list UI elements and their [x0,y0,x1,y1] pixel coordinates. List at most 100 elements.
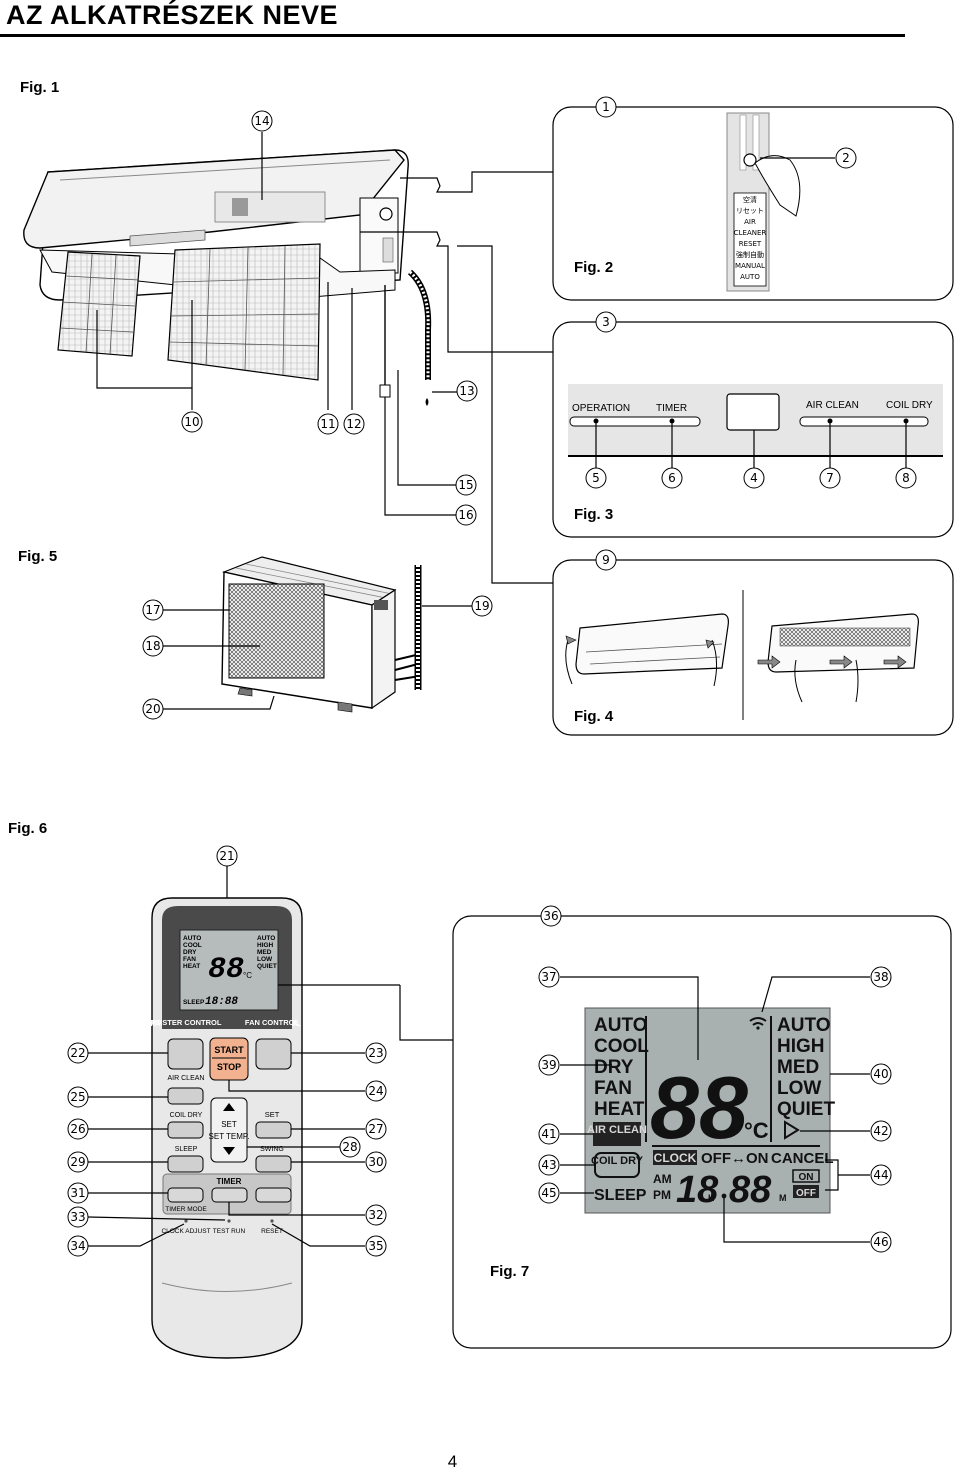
air-filter-right [167,243,321,381]
callout-46: 46 [873,1235,888,1249]
callout-25: 25 [70,1090,85,1104]
svg-text:HEAT: HEAT [183,963,200,970]
svg-text:RESET: RESET [739,240,762,248]
mode-auto: AUTO [594,1015,647,1036]
lcd-panel [584,1007,831,1214]
air-clean-button [167,1087,204,1105]
vertical-set-button [255,1121,292,1139]
fig7-label: Fig. 7 [490,1263,529,1280]
callout-24: 24 [368,1084,383,1098]
svg-text:88: 88 [208,953,244,987]
callout-22: 22 [70,1046,85,1060]
manual-auto-button [379,207,393,221]
callout-7: 7 [826,471,834,485]
clock-minutes: 88 [729,1169,772,1211]
svg-text:MANUAL: MANUAL [735,262,765,270]
svg-text:SWING: SWING [260,1146,284,1153]
svg-text:FAN: FAN [183,956,196,963]
svg-text:TEST RUN: TEST RUN [213,1228,246,1235]
callout-14: 14 [254,114,269,128]
callout-9: 9 [602,553,610,567]
svg-text:SLEEP: SLEEP [183,999,205,1006]
svg-text:空清: 空清 [743,195,757,204]
fan-high: HIGH [777,1036,825,1057]
off-indicator: OFF [796,1188,816,1199]
svg-text:AUTO: AUTO [183,935,201,942]
callout-5: 5 [592,471,600,485]
fig7-display: 36 AUTO COOL DRY FAN HEAT AUTO HIGH MED … [452,905,952,1349]
svg-text:°C: °C [243,971,252,980]
callout-40: 40 [873,1067,888,1081]
svg-text:SET: SET [221,1120,237,1129]
svg-text:SET TEMP.: SET TEMP. [209,1132,250,1141]
svg-text:OPERATION: OPERATION [572,403,630,414]
swing-button [255,1155,292,1173]
callout-42: 42 [873,1124,888,1138]
callout-4: 4 [750,471,758,485]
master-control-button [167,1038,204,1070]
callout-29: 29 [70,1155,85,1169]
fig1-leaders [96,132,553,584]
svg-text:CLOCK ADJUST: CLOCK ADJUST [161,1228,210,1235]
svg-text:COIL DRY: COIL DRY [886,400,933,411]
callout-10: 10 [184,415,199,429]
coil-dry-indicator: COIL DRY [591,1155,644,1167]
svg-text:AUTO: AUTO [257,935,275,942]
svg-text:COIL DRY: COIL DRY [170,1112,203,1119]
timer-up-button [255,1187,292,1203]
fig2-label: Fig. 2 [574,259,613,276]
svg-text:18:88: 18:88 [205,996,238,1008]
svg-text:HIGH: HIGH [257,942,274,949]
callout-21: 21 [219,849,234,863]
title-rule [0,34,905,37]
callout-19: 19 [474,599,489,613]
svg-text:AIR: AIR [744,218,756,226]
svg-text:CLEANER: CLEANER [734,229,767,237]
fig5-outdoor-unit: Fig. 5 17 18 19 20 [18,548,493,720]
callout-3: 3 [602,315,610,329]
svg-text:STOP: STOP [217,1062,241,1072]
svg-text:SLEEP: SLEEP [175,1146,198,1153]
callout-43: 43 [541,1158,556,1172]
svg-text:PM: PM [653,1188,671,1202]
sleep-indicator: SLEEP [594,1187,647,1204]
swing-indicator-icon [784,1120,800,1140]
callout-44: 44 [873,1168,888,1182]
callout-28: 28 [342,1140,357,1154]
callout-26: 26 [70,1122,85,1136]
cancel-indicator: CANCEL [771,1150,834,1167]
mode-fan: FAN [594,1078,632,1099]
svg-text:DRY: DRY [183,949,197,956]
fan-quiet: QUIET [777,1099,835,1120]
fan-control-button [255,1038,292,1070]
clock-indicator: CLOCK [654,1151,697,1165]
master-control-label: MASTER CONTROL [151,1018,222,1027]
off-on-indicator: OFF↔ON [701,1150,769,1167]
svg-text:M: M [779,1193,787,1203]
callout-20: 20 [145,702,160,716]
timer-mode-button [167,1187,204,1203]
fig4-label: Fig. 4 [574,708,614,725]
fig1-indoor-unit: Fig. 1 [20,79,553,584]
mode-cool: COOL [594,1036,649,1057]
clock-hours: 18 [676,1169,719,1211]
callout-16: 16 [458,508,473,522]
svg-text:AM: AM [653,1172,672,1186]
svg-text:リセット: リセット [736,207,764,215]
callout-8: 8 [902,471,910,485]
callout-41: 41 [541,1127,556,1141]
fan-med: MED [777,1057,819,1078]
fig3-label: Fig. 3 [574,506,613,523]
fan-control-label: FAN CONTROL [245,1018,300,1027]
callout-18: 18 [145,639,160,653]
svg-text:AUTO: AUTO [740,273,760,281]
svg-text:AIR CLEAN: AIR CLEAN [168,1075,205,1082]
fig5-label: Fig. 5 [18,548,57,565]
svg-text:LOW: LOW [257,956,273,963]
callout-38: 38 [873,970,888,984]
callout-39: 39 [541,1058,556,1072]
callout-32: 32 [368,1208,383,1222]
callout-6: 6 [668,471,676,485]
svg-text:TIMER: TIMER [656,403,687,414]
